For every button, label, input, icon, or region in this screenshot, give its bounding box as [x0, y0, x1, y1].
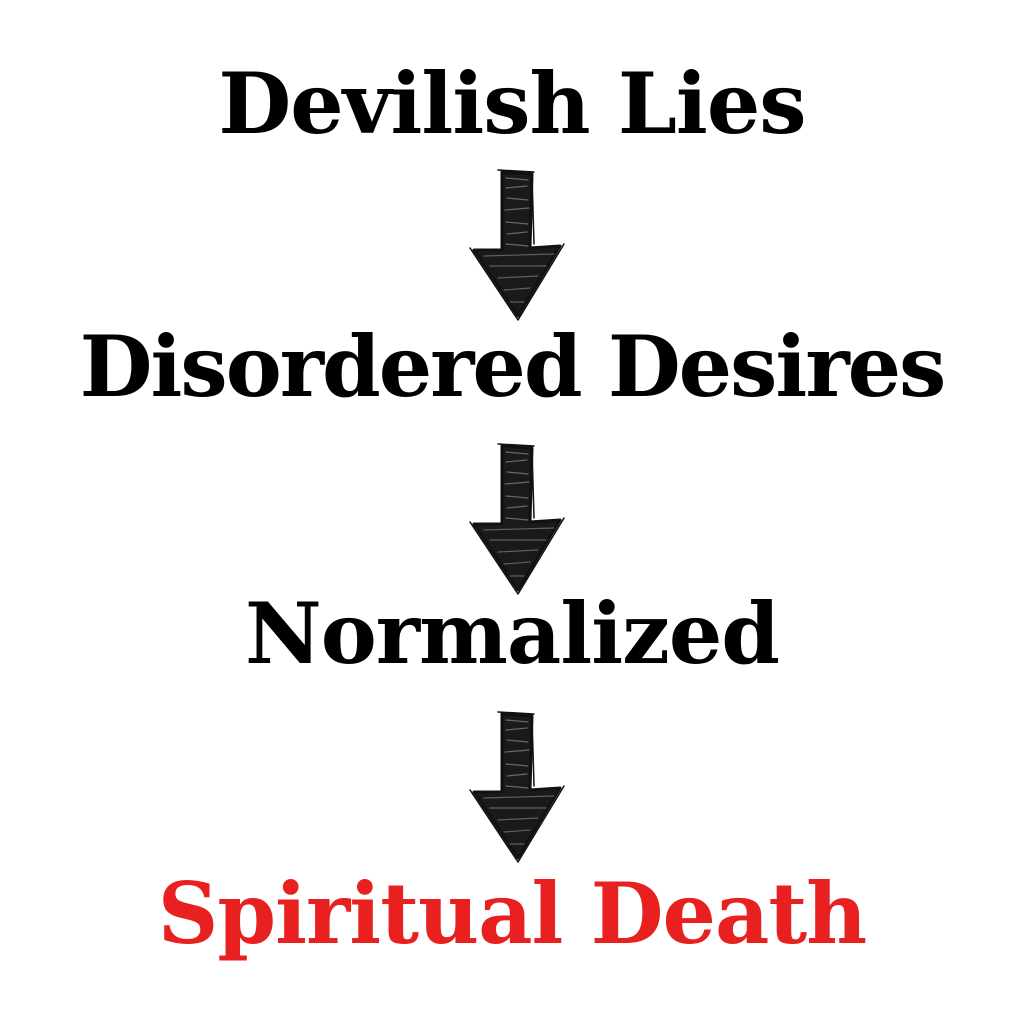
step-disordered-desires: Disordered Desires [79, 317, 947, 416]
step-spiritual-death: Spiritual Death [157, 864, 868, 963]
hand-drawn-down-arrow-icon [469, 711, 565, 863]
hand-drawn-down-arrow-icon [469, 169, 565, 321]
hand-drawn-down-arrow-icon [469, 443, 565, 595]
step-normalized: Normalized [244, 584, 780, 683]
step-devilish-lies: Devilish Lies [218, 54, 806, 153]
